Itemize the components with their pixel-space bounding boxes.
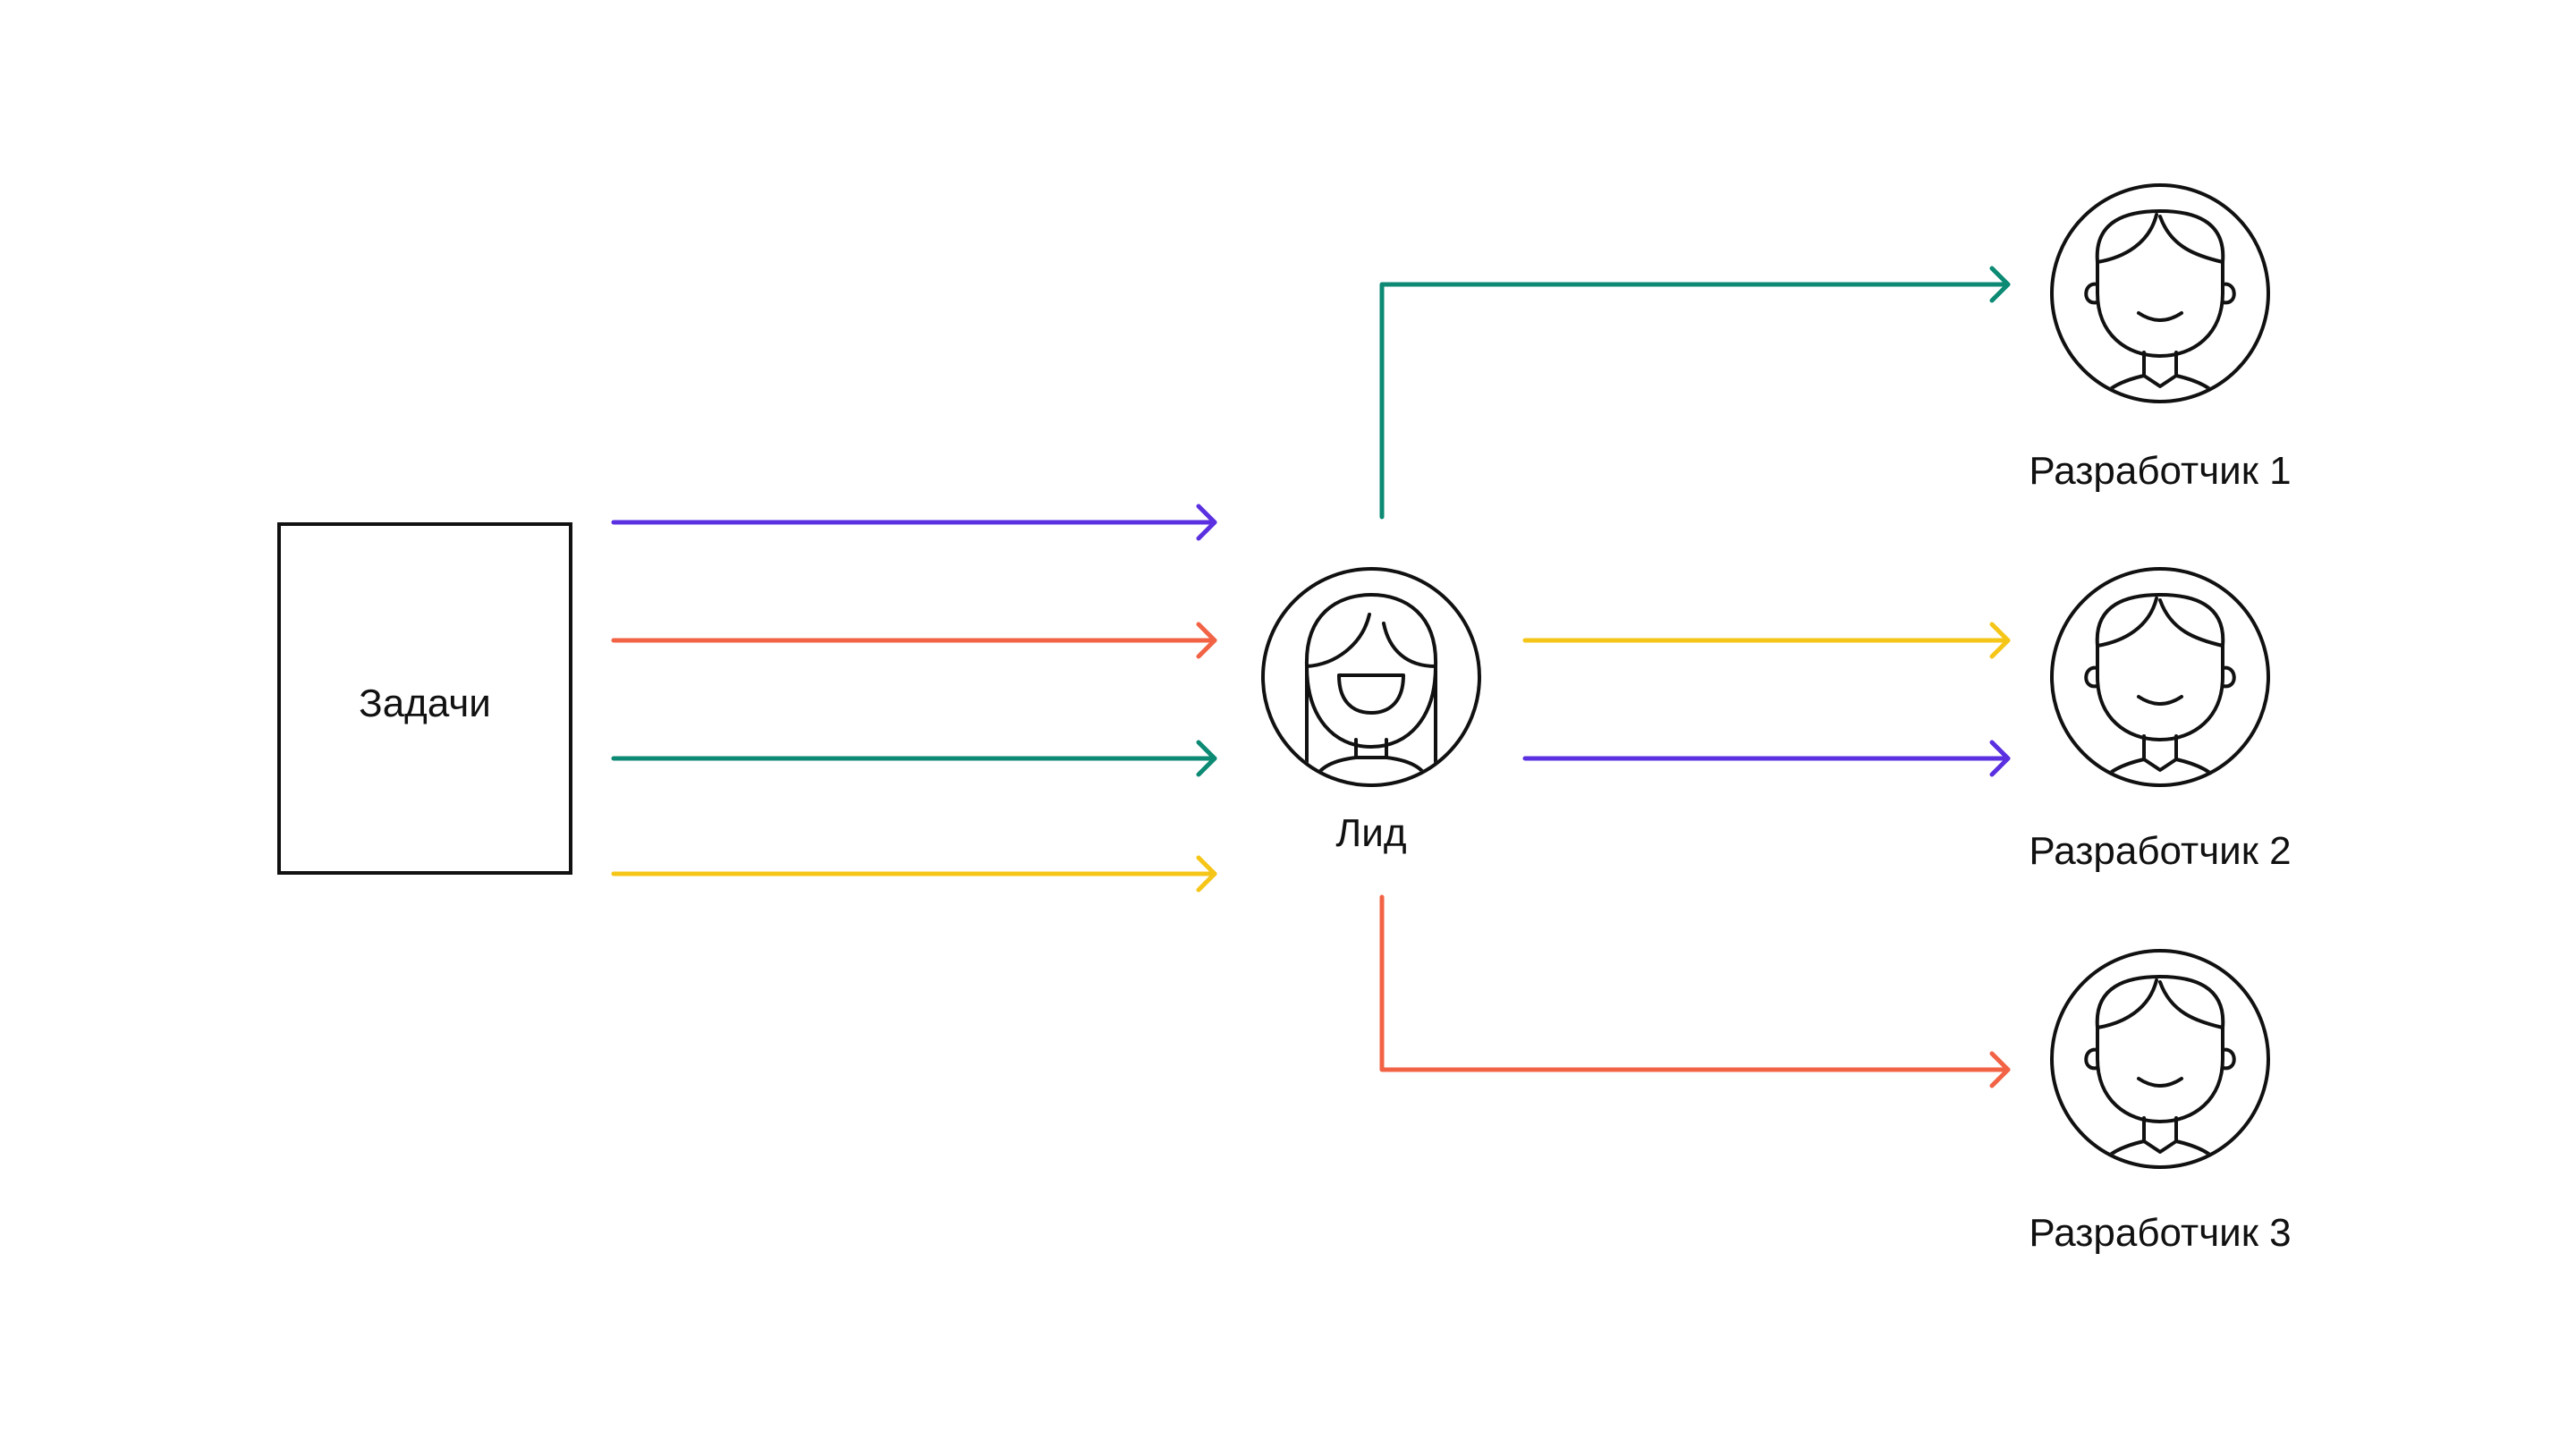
arrow-tasks-lead-teal [611,740,1217,777]
developer-1-label: Разработчик 1 [2029,449,2292,493]
arrow-tasks-lead-purple [611,504,1217,541]
developer-3-label: Разработчик 3 [2029,1211,2292,1255]
lead-label: Лид [1335,811,1407,855]
developer-2-label: Разработчик 2 [2029,829,2292,873]
lead-to-developer-arrows [1379,266,2011,1088]
developer-2-avatar-icon [2052,569,2268,789]
developer-1-avatar-icon [2052,185,2268,405]
arrow-tasks-lead-orange [611,622,1217,659]
tasks-to-lead-arrows [611,504,1217,893]
arrow-lead-dev2-yellow [1522,622,2011,659]
lead-avatar-icon [1261,567,1481,787]
arrow-lead-dev1-teal [1379,266,2011,520]
arrow-lead-dev2-purple [1522,740,2011,777]
developer-3-avatar-icon [2052,951,2268,1171]
arrow-tasks-lead-yellow [611,855,1217,893]
arrow-lead-dev3-orange [1379,894,2011,1088]
tasks-box [277,522,572,875]
tasks-label: Задачи [359,682,491,725]
